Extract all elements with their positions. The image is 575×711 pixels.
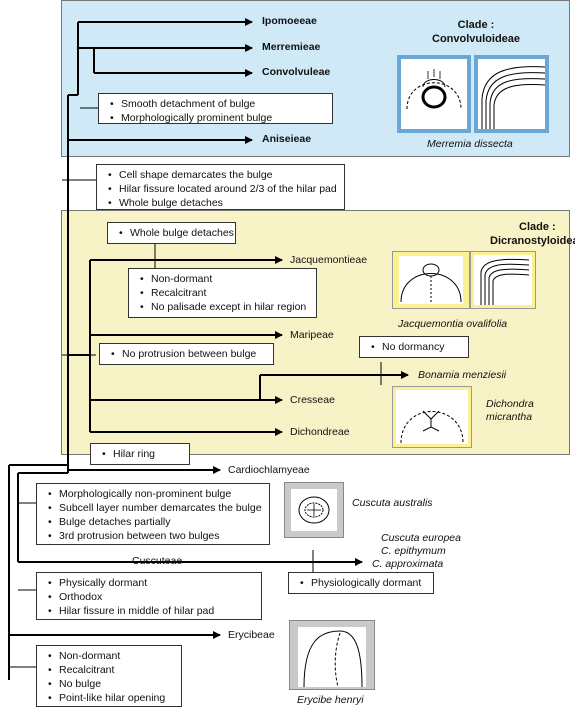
tribe-dichondreae: Dichondreae bbox=[290, 426, 350, 438]
trait-box-non-dormant-1: Non-dormant Recalcitrant No palisade exc… bbox=[128, 268, 317, 318]
seed-outline-icon bbox=[298, 627, 366, 688]
species-jacquemontia: Jacquemontia ovalifolia bbox=[398, 318, 508, 330]
seed-outline-icon bbox=[396, 390, 468, 444]
trait-item: Recalcitrant bbox=[140, 286, 310, 300]
trait-item: Hilar fissure in middle of hilar pad bbox=[48, 604, 255, 618]
tribe-convolvuleae: Convolvuleae bbox=[262, 66, 331, 78]
tribe-merremieae: Merremieae bbox=[262, 41, 321, 53]
seed-drawing-cuscuta bbox=[284, 482, 344, 538]
trait-box-cell-shape: Cell shape demarcates the bulge Hilar fi… bbox=[96, 164, 345, 210]
trait-item: Morphologically prominent bulge bbox=[110, 111, 326, 125]
seed-section-icon bbox=[481, 66, 546, 129]
seed-drawing-jacquemontia-1 bbox=[392, 251, 470, 309]
trait-item: Physically dormant bbox=[48, 576, 255, 590]
clade-dicranostyloideae-title: Clade : Dicranostyloideae bbox=[490, 220, 575, 248]
trait-box-physiologically: Physiologically dormant bbox=[288, 572, 434, 594]
tribe-cardiochlamyeae: Cardiochlamyeae bbox=[228, 464, 310, 476]
species-cuscuta-australis: Cuscuta australis bbox=[352, 497, 433, 509]
trait-box-smooth: Smooth detachment of bulge Morphological… bbox=[98, 93, 333, 125]
tribe-maripeae: Maripeae bbox=[290, 329, 334, 341]
tribe-ipomoeeae: Ipomoeeae bbox=[262, 15, 317, 27]
species-merremia: Merremia dissecta bbox=[427, 138, 513, 150]
clade-name: Convolvuloideae bbox=[432, 33, 521, 45]
trait-item: Bulge detaches partially bbox=[48, 515, 263, 529]
trait-item: Whole bulge detaches bbox=[108, 196, 338, 210]
trait-item: Whole bulge detaches bbox=[119, 226, 234, 240]
trait-item: No protrusion between bulge bbox=[111, 347, 267, 361]
trait-box-whole-bulge: Whole bulge detaches bbox=[107, 222, 236, 244]
trait-box-no-dormancy: No dormancy bbox=[359, 336, 469, 358]
trait-item: Point-like hilar opening bbox=[48, 691, 175, 705]
seed-drawing-erycibe bbox=[289, 620, 375, 690]
trait-item: 3rd protrusion between two bulges bbox=[48, 529, 263, 543]
tribe-jacquemontieae: Jacquemontieae bbox=[290, 254, 368, 266]
trait-item: No palisade except in hilar region bbox=[140, 300, 310, 314]
trait-box-morph-non-prominent: Morphologically non-prominent bulge Subc… bbox=[36, 483, 270, 545]
species-cuscuta-europea: Cuscuta europea bbox=[381, 532, 461, 544]
dicranostyloideae-panel bbox=[61, 210, 570, 455]
seed-outline-icon bbox=[406, 69, 462, 110]
seed-outline-icon bbox=[291, 489, 337, 531]
tribe-erycibeae: Erycibeae bbox=[228, 629, 275, 641]
tribe-cresseae: Cresseae bbox=[290, 394, 335, 406]
trait-item: Subcell layer number demarcates the bulg… bbox=[48, 501, 263, 515]
tribe-cuscuteae: Cuscuteae bbox=[132, 555, 183, 567]
seed-section-icon bbox=[474, 255, 532, 305]
trait-box-physically: Physically dormant Orthodox Hilar fissur… bbox=[36, 572, 262, 620]
seed-drawing-jacquemontia-2 bbox=[470, 251, 536, 309]
seed-drawing-merremia-2 bbox=[474, 55, 549, 133]
trait-item: Cell shape demarcates the bulge bbox=[108, 168, 338, 182]
tribe-aniseieae: Aniseieae bbox=[262, 133, 312, 145]
trait-item: Hilar fissure located around 2/3 of the … bbox=[108, 182, 338, 196]
trait-box-non-dormant-2: Non-dormant Recalcitrant No bulge Point-… bbox=[36, 645, 182, 707]
species-c-epithymum: C. epithymum bbox=[381, 545, 446, 557]
clade-name: Dicranostyloideae bbox=[490, 235, 575, 247]
seed-drawing-merremia-1 bbox=[397, 55, 471, 133]
trait-item: Non-dormant bbox=[140, 272, 310, 286]
trait-item: No dormancy bbox=[371, 340, 462, 354]
trait-item: Recalcitrant bbox=[48, 663, 175, 677]
clade-label: Clade : bbox=[519, 221, 556, 233]
seed-outline-icon bbox=[399, 256, 463, 304]
trait-item: Morphologically non-prominent bulge bbox=[48, 487, 263, 501]
trait-item: Smooth detachment of bulge bbox=[110, 97, 326, 111]
trait-item: Hilar ring bbox=[102, 447, 183, 461]
clade-convolvuloideae-title: Clade : Convolvuloideae bbox=[432, 18, 520, 46]
trait-item: Non-dormant bbox=[48, 649, 175, 663]
trait-item: No bulge bbox=[48, 677, 175, 691]
seed-drawing-dichondra bbox=[392, 386, 472, 448]
species-erycibe: Erycibe henryi bbox=[297, 694, 364, 706]
trait-box-no-protrusion: No protrusion between bulge bbox=[99, 343, 274, 365]
clade-label: Clade : bbox=[457, 19, 495, 31]
trait-box-hilar-ring: Hilar ring bbox=[90, 443, 190, 465]
trait-item: Orthodox bbox=[48, 590, 255, 604]
species-dichondra-line2: micrantha bbox=[486, 411, 533, 423]
species-dichondra-line1: Dichondra bbox=[486, 398, 534, 410]
trait-item: Physiologically dormant bbox=[300, 576, 427, 590]
species-c-approximata: C. approximata bbox=[372, 558, 444, 570]
species-bonamia: Bonamia menziesii bbox=[418, 369, 507, 381]
